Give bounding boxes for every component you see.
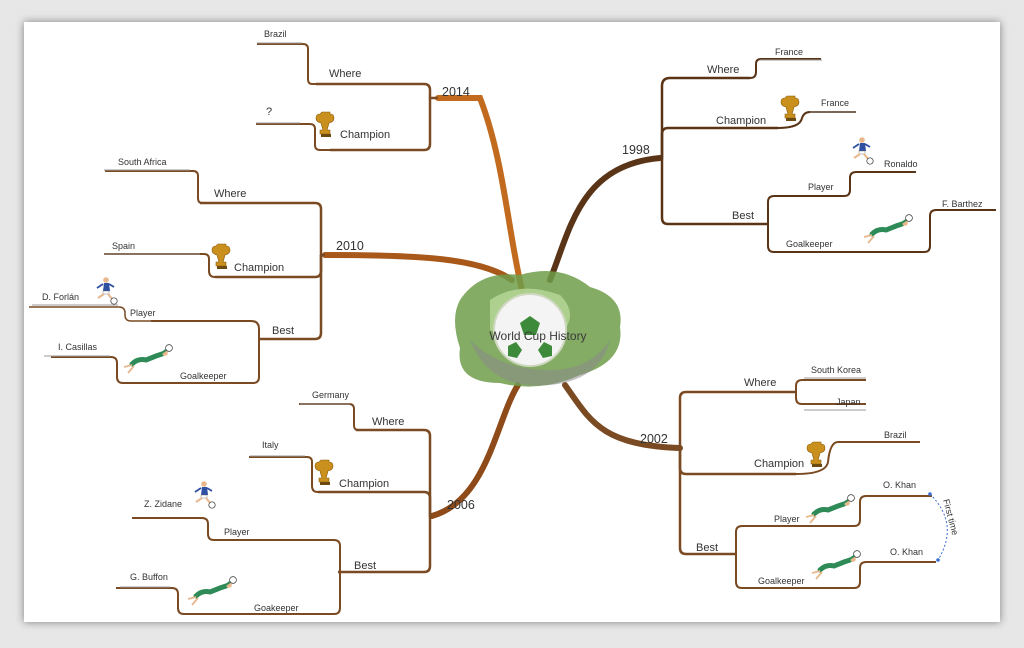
goalkeeper-value-1998: F. Barthez — [942, 199, 983, 209]
trophy-icon — [315, 111, 335, 138]
where-label-2014: Where — [329, 68, 361, 80]
branch-2010 — [322, 252, 515, 283]
goalkeeper-label-2006: Goakeeper — [254, 603, 299, 613]
where-value-2014: Brazil — [264, 29, 287, 39]
goalkeeper-icon — [124, 345, 172, 373]
goalkeeper-icon — [806, 495, 854, 523]
footballer-icon — [852, 136, 875, 166]
year-2010-label: 2010 — [336, 239, 364, 253]
trophy-icon — [780, 95, 800, 122]
champion-label-1998: Champion — [716, 115, 766, 127]
soccer-ball-icon — [493, 293, 567, 367]
year-2002-label: 2002 — [640, 432, 668, 446]
where-label-1998: Where — [707, 64, 739, 76]
best-label-1998: Best — [732, 210, 754, 222]
where-label-2002: Where — [744, 377, 776, 389]
where-label-2010: Where — [214, 188, 246, 200]
branch-2014 — [435, 95, 525, 293]
branch-2014-where — [316, 82, 432, 98]
goalkeeper-value-2006: G. Buffon — [130, 572, 168, 582]
footballer-icon — [194, 480, 217, 510]
year-2010[interactable]: 2010 Where South Africa Champion Spain B… — [29, 157, 364, 384]
branch-2002 — [562, 382, 683, 451]
player-value-2010: D. Forlán — [42, 292, 79, 302]
champion-label-2014: Champion — [340, 129, 390, 141]
year-1998-label: 1998 — [622, 143, 650, 157]
goalkeeper-label-2002: Goalkeeper — [758, 576, 805, 586]
branch-2006 — [429, 382, 521, 519]
where-value-1998: France — [775, 47, 803, 57]
goalkeeper-icon — [864, 215, 912, 243]
player-value-2006: Z. Zidane — [144, 499, 182, 509]
champion-label-2006: Champion — [339, 478, 389, 490]
champion-label-2010: Champion — [234, 262, 284, 274]
goalkeeper-value-2010: I. Casillas — [58, 342, 98, 352]
champion-label-2002: Champion — [754, 458, 804, 470]
trophy-icon — [314, 459, 334, 486]
footballer-icon — [96, 276, 119, 306]
goalkeeper-icon — [812, 551, 860, 579]
best-label-2006: Best — [354, 560, 376, 572]
year-2006[interactable]: 2006 Where Germany Champion Italy Best P… — [116, 390, 475, 615]
goalkeeper-value-2002: O. Khan — [890, 547, 923, 557]
goalkeeper-label-1998: Goalkeeper — [786, 239, 833, 249]
where-value-2006: Germany — [312, 390, 350, 400]
where-label-2006: Where — [372, 416, 404, 428]
branch-2014-champion — [330, 96, 438, 152]
year-2014[interactable]: 2014 Where Brazil Champion ? — [256, 29, 470, 152]
branch-1998 — [547, 155, 663, 283]
player-label-2002: Player — [774, 514, 800, 524]
trunks — [322, 95, 683, 519]
where-value-2010: South Africa — [118, 157, 167, 167]
year-2014-label: 2014 — [442, 85, 470, 99]
player-label-2010: Player — [130, 308, 156, 318]
player-label-2006: Player — [224, 527, 250, 537]
year-1998[interactable]: 1998 Where France Champion France Best P… — [622, 47, 996, 253]
champion-value-2002: Brazil — [884, 430, 907, 440]
relationship-line[interactable] — [929, 493, 948, 561]
champion-value-2006: Italy — [262, 440, 279, 450]
goalkeeper-icon — [188, 577, 236, 605]
center-topic[interactable]: World Cup History — [455, 271, 621, 387]
champion-value-1998: France — [821, 98, 849, 108]
player-label-1998: Player — [808, 182, 834, 192]
trophy-icon — [806, 441, 826, 468]
champion-value-2014: ? — [266, 106, 272, 118]
center-title: World Cup History — [489, 329, 586, 343]
year-2006-label: 2006 — [447, 498, 475, 512]
champion-value-2010: Spain — [112, 241, 135, 251]
best-label-2010: Best — [272, 325, 294, 337]
where-value-japan: Japan — [836, 397, 861, 407]
trophy-icon — [211, 243, 231, 270]
goalkeeper-label-2010: Goalkeeper — [180, 371, 227, 381]
player-value-2002: O. Khan — [883, 480, 916, 490]
where-value-south-korea: South Korea — [811, 365, 861, 375]
best-label-2002: Best — [696, 542, 718, 554]
year-2002[interactable]: 2002 Where South Korea Japan Champion Br… — [640, 365, 960, 589]
player-value-1998: Ronaldo — [884, 159, 918, 169]
relationship-note: First time — [941, 498, 960, 536]
